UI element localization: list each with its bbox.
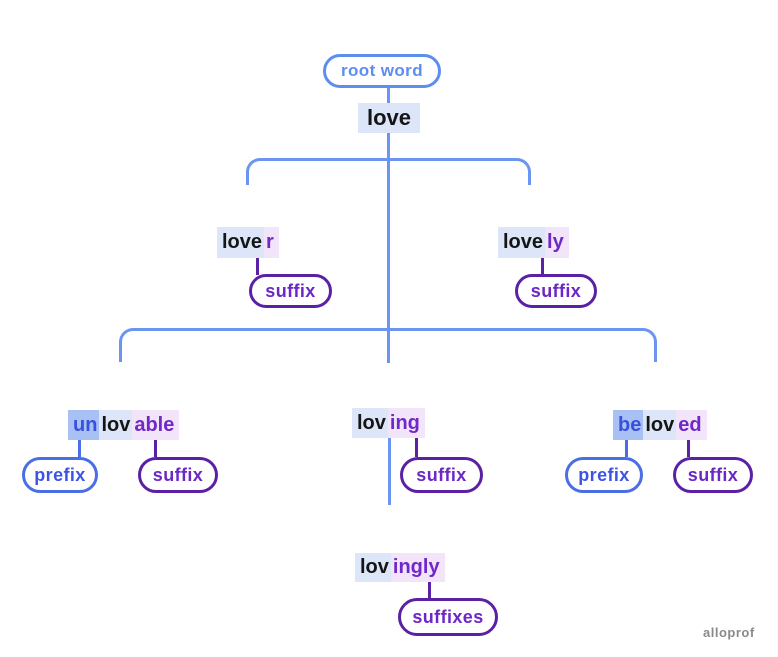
word-beloved: be lov ed — [613, 410, 707, 440]
root-word-label: love — [358, 103, 420, 133]
word-unlovable-suffix: able — [132, 410, 180, 440]
connector-unlovable-suffix — [154, 440, 157, 457]
word-beloved-root: lov — [643, 410, 677, 440]
connector-beloved-prefix — [625, 440, 628, 457]
pill-prefix-unlovable-label: prefix — [34, 464, 86, 485]
pill-suffix-beloved-label: suffix — [687, 464, 739, 485]
word-lover-suffix: r — [264, 227, 279, 258]
word-lovingly-suffix: ingly — [390, 553, 445, 582]
bracket-level-2 — [119, 328, 657, 362]
bracket-level-1 — [246, 158, 531, 185]
alloprof-watermark: alloprof — [703, 625, 755, 640]
pill-suffixes-lovingly: suffixes — [398, 598, 498, 636]
connector-rootpill-love — [387, 88, 390, 104]
word-beloved-suffix: ed — [676, 410, 707, 440]
word-loving: lov ing — [352, 408, 425, 438]
pill-suffix-unlovable: suffix — [138, 457, 218, 493]
connector-loving-suffix — [415, 438, 418, 457]
word-unlovable-prefix: un — [68, 410, 100, 440]
pill-prefix-beloved: prefix — [565, 457, 643, 493]
word-unlovable: un lov able — [68, 410, 180, 440]
root-word-pill: root word — [323, 54, 441, 88]
root-word-pill-label: root word — [341, 61, 423, 80]
word-lovely-suffix: ly — [545, 227, 569, 258]
word-lover: love r — [217, 227, 279, 258]
pill-prefix-unlovable: prefix — [22, 457, 98, 493]
pill-suffix-loving-label: suffix — [416, 464, 467, 485]
word-lovely-root: love — [498, 227, 546, 258]
trunk-line — [387, 133, 390, 363]
pill-suffix-beloved: suffix — [673, 457, 753, 493]
connector-unlovable-prefix — [78, 440, 81, 457]
connector-lovingly-suffixes — [428, 582, 431, 598]
pill-suffix-unlovable-label: suffix — [152, 464, 204, 485]
connector-beloved-suffix — [687, 440, 690, 457]
word-lovely: love ly — [498, 227, 569, 258]
connector-loving-lovingly — [388, 438, 391, 505]
connector-lovely-suffix — [541, 258, 544, 275]
word-loving-suffix: ing — [387, 408, 425, 438]
word-lovingly: lov ingly — [355, 553, 445, 582]
pill-suffix-loving: suffix — [400, 457, 483, 493]
pill-suffix-lovely: suffix — [515, 274, 597, 308]
word-loving-root: lov — [352, 408, 388, 438]
word-lovingly-root: lov — [355, 553, 391, 582]
connector-lover-suffix — [256, 258, 259, 275]
word-beloved-prefix: be — [613, 410, 644, 440]
pill-prefix-beloved-label: prefix — [578, 464, 630, 485]
word-lover-root: love — [217, 227, 265, 258]
pill-suffix-lover-label: suffix — [265, 280, 316, 301]
pill-suffix-lovely-label: suffix — [530, 280, 582, 301]
pill-suffix-lover: suffix — [249, 274, 332, 308]
pill-suffixes-lovingly-label: suffixes — [412, 606, 484, 627]
word-unlovable-root: lov — [99, 410, 133, 440]
